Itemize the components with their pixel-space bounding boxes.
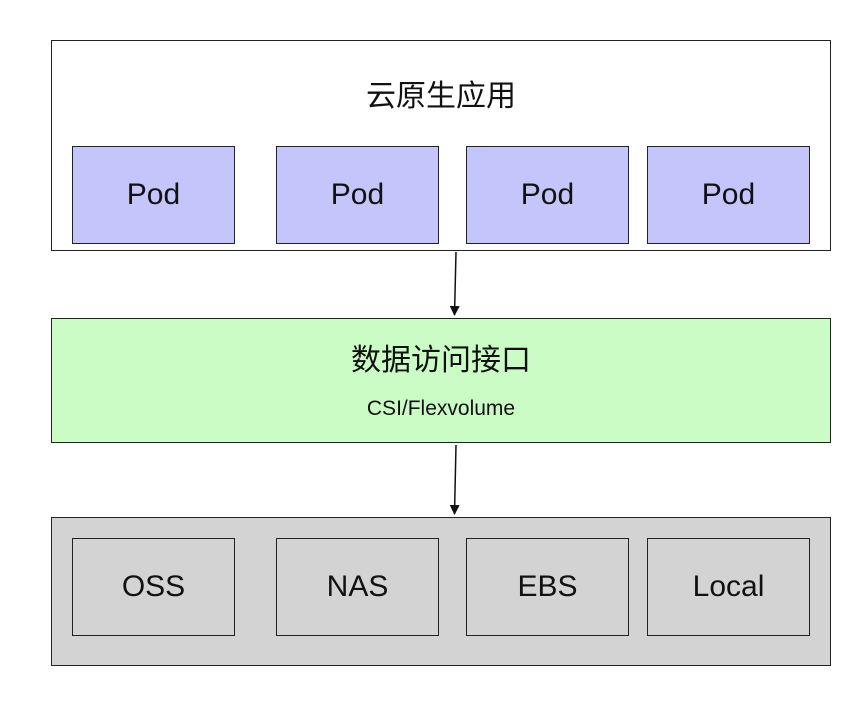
pod-box: Pod [276, 146, 439, 244]
data-access-interface-layer: 数据访问接口 CSI/Flexvolume [51, 318, 831, 443]
interface-layer-title: 数据访问接口 [351, 343, 531, 378]
storage-box-ebs: EBS [466, 538, 629, 636]
pod-box: Pod [466, 146, 629, 244]
arrow-app-to-interface [449, 251, 460, 316]
storage-box-nas: NAS [276, 538, 439, 636]
pod-box: Pod [72, 146, 235, 244]
cloud-native-app-layer: 云原生应用 Pod Pod Pod Pod [51, 40, 831, 251]
storage-layer: OSS NAS EBS Local [51, 517, 831, 666]
storage-box-oss: OSS [72, 538, 235, 636]
app-layer-title: 云原生应用 [366, 79, 516, 114]
pod-box: Pod [647, 146, 810, 244]
interface-layer-subtitle: CSI/Flexvolume [366, 397, 516, 420]
arrow-interface-to-storage [449, 444, 460, 515]
storage-box-local: Local [647, 538, 810, 636]
